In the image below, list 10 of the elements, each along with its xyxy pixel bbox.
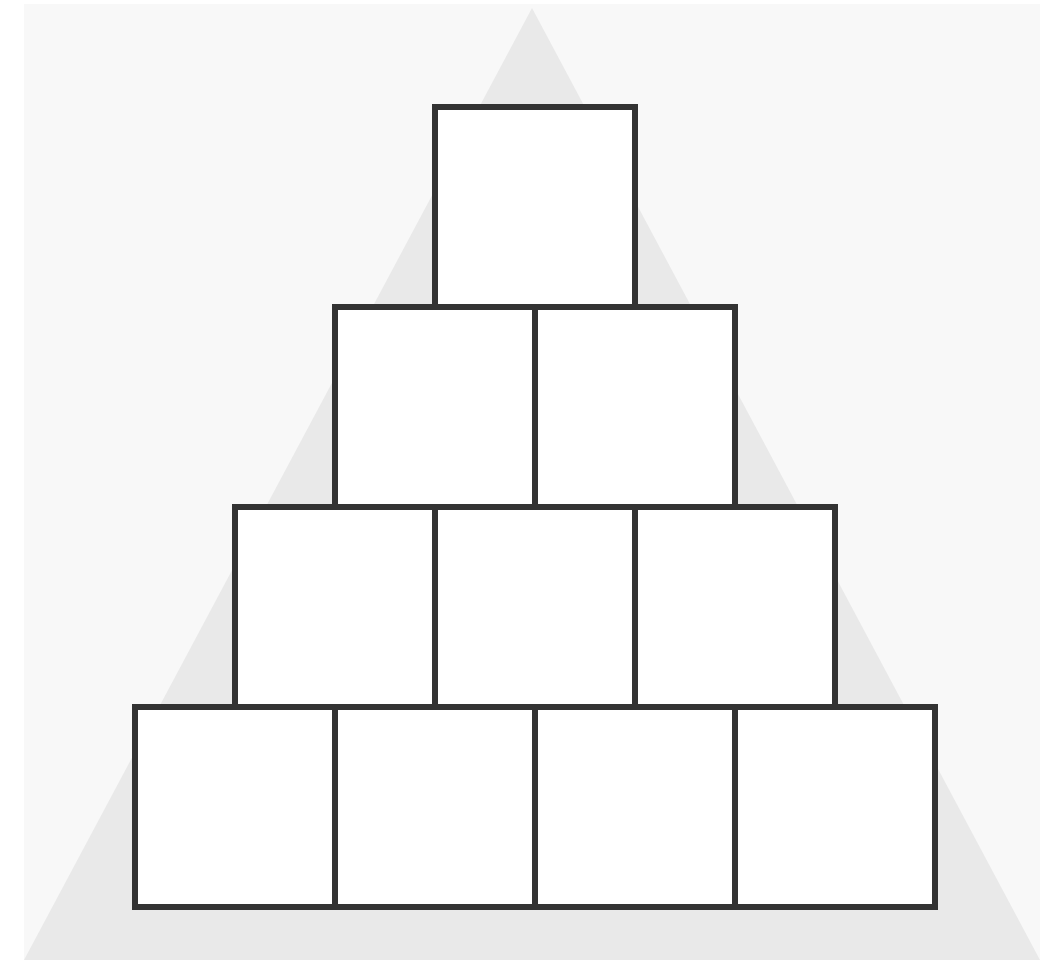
box-node: [132, 704, 338, 910]
box-node: [332, 304, 538, 510]
box-node: [732, 704, 938, 910]
box-node: [432, 104, 638, 310]
box-node: [332, 704, 538, 910]
box-node: [232, 504, 438, 710]
box-node: [532, 304, 738, 510]
box-node: [432, 504, 638, 710]
box-node: [532, 704, 738, 910]
box-node: [632, 504, 838, 710]
